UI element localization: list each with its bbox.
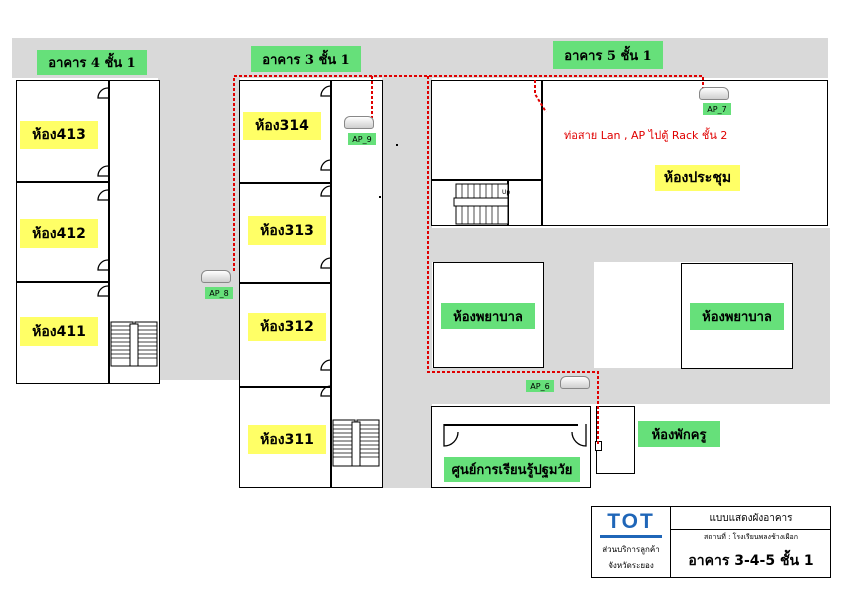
teacher-room — [596, 406, 635, 474]
b3-wall-1 — [239, 182, 331, 184]
stray-dot-2 — [379, 196, 381, 198]
access-point-9-label: AP_9 — [348, 133, 376, 145]
tot-logo: TOT — [607, 510, 655, 533]
access-point-6-device — [560, 376, 590, 389]
b4-doors — [97, 87, 109, 297]
room-413-label: ห้อง413 — [20, 121, 98, 149]
title-block-main: อาคาร 3-4-5 ชั้น 1 — [688, 553, 814, 569]
stair-up-label: Up — [502, 189, 511, 196]
b3-corridor-wall — [330, 80, 332, 488]
cable-annotation: ท่อสาย Lan , AP ไปตู้ Rack ชั้น 2 — [564, 129, 728, 142]
building-3-label: อาคาร 3 ชั้น 1 — [251, 46, 361, 72]
room-412-label: ห้อง412 — [20, 219, 98, 248]
building-5-label: อาคาร 5 ชั้น 1 — [553, 41, 663, 69]
ec-doors — [443, 424, 587, 447]
b5-stairs — [453, 183, 509, 225]
room-313-label: ห้อง313 — [248, 216, 326, 245]
b4-corridor-wall — [108, 80, 110, 384]
dept-line-2: จังหวัดระยอง — [608, 561, 654, 570]
walkway-south — [382, 368, 830, 404]
access-point-7-device — [699, 87, 729, 100]
b5-divider — [541, 80, 543, 226]
access-point-7-label: AP_7 — [703, 103, 731, 115]
nurse-room-2-label: ห้องพยาบาล — [690, 303, 784, 330]
meeting-room-label: ห้องประชุม — [655, 165, 740, 191]
nurse-room-1-label: ห้องพยาบาล — [441, 303, 535, 329]
room-411-label: ห้อง411 — [20, 317, 98, 346]
access-point-9-device — [344, 116, 374, 129]
b4-stairs — [110, 321, 158, 367]
title-block-divider-h — [670, 529, 831, 530]
walkway-bottom — [382, 404, 432, 488]
building-4-label: อาคาร 4 ชั้น 1 — [37, 50, 147, 75]
b3-stairs — [332, 419, 380, 467]
title-block-divider-v — [670, 506, 671, 578]
room-312-label: ห้อง312 — [248, 313, 326, 341]
b3-wall-3 — [239, 386, 331, 388]
b4-wall-2 — [16, 281, 109, 283]
title-block — [591, 506, 831, 578]
teacher-room-label: ห้องพักครู — [638, 421, 720, 447]
access-point-8-device — [201, 270, 231, 283]
room-311-label: ห้อง311 — [248, 425, 326, 454]
access-point-6-label: AP_6 — [526, 380, 554, 392]
b4-wall-1 — [16, 181, 109, 183]
tot-logo-underline — [600, 535, 662, 538]
ec-inner-wall — [444, 424, 578, 426]
b3-wall-2 — [239, 282, 331, 284]
access-point-8-label: AP_8 — [205, 287, 233, 299]
title-block-site: สถานที่ : โรงเรียนพลงช้างเผือก — [704, 533, 798, 541]
stray-dot-1 — [396, 144, 398, 146]
dept-line-1: ส่วนบริการลูกค้า — [602, 545, 660, 554]
title-block-heading: แบบแสดงผังอาคาร — [709, 513, 793, 524]
early-childhood-label: ศูนย์การเรียนรู้ปฐมวัย — [444, 457, 580, 482]
room-314-label: ห้อง314 — [243, 112, 321, 140]
walkway-cross — [382, 228, 830, 262]
b3-doors — [320, 85, 332, 397]
b5-hall-wall — [431, 179, 542, 181]
walkway-lower-left — [158, 240, 240, 380]
